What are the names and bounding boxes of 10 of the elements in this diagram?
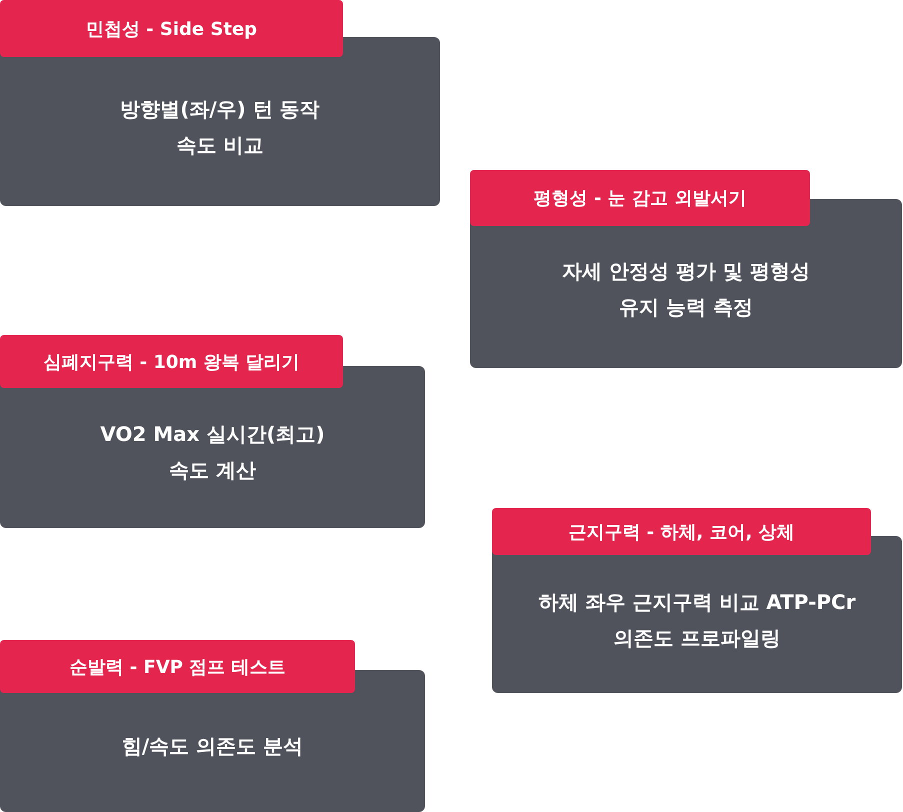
card-description: 하체 좌우 근지구력 비교 ATP-PCr 의존도 프로파일링	[537, 588, 857, 652]
card-description: 자세 안정성 평가 및 평형성 유지 능력 측정	[561, 258, 811, 320]
category-tab: 순발력 - FVP 점프 테스트	[0, 640, 355, 693]
card-description: 힘/속도 의존도 분석	[120, 733, 304, 760]
category-tab: 민첩성 - Side Step	[0, 0, 343, 57]
category-tab: 평형성 - 눈 감고 외발서기	[470, 170, 810, 226]
card-description: VO2 Max 실시간(최고) 속도 계산	[99, 421, 326, 484]
category-tab: 근지구력 - 하체, 코어, 상체	[492, 508, 871, 555]
category-tab: 심폐지구력 - 10m 왕복 달리기	[0, 335, 343, 388]
card-description: 방향별(좌/우) 턴 동작 속도 비교	[119, 96, 321, 158]
